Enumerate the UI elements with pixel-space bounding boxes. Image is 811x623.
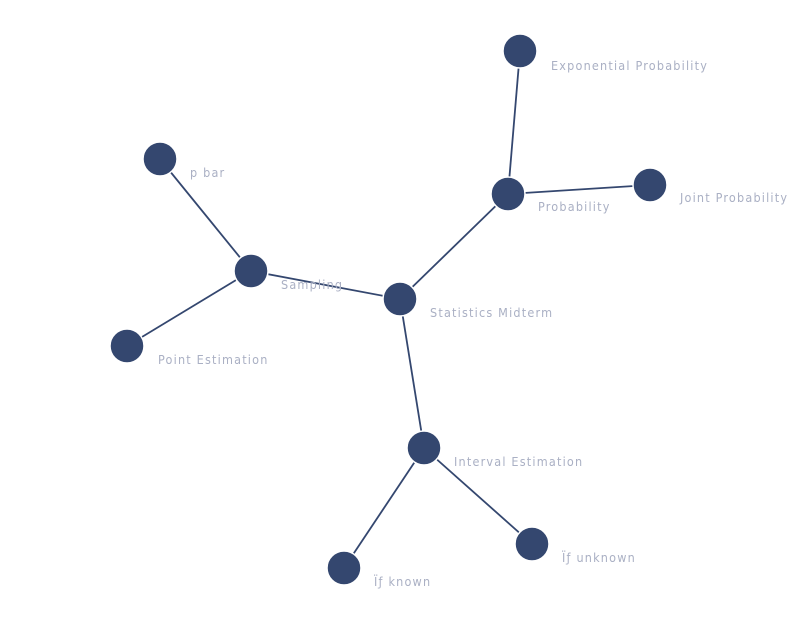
node-interval-estimation[interactable]: Interval Estimation: [406, 430, 583, 469]
edge-statistics-midterm-to-sampling: [250, 270, 401, 300]
node-circle[interactable]: [233, 253, 269, 289]
node-sigma-unknown[interactable]: Ïƒ unknown: [514, 526, 636, 565]
edges-layer: [126, 50, 651, 569]
node-circle[interactable]: [142, 141, 178, 177]
node-label: p bar: [190, 165, 225, 180]
edge-probability-to-joint-probability: [507, 184, 651, 195]
node-circle[interactable]: [406, 430, 442, 466]
edge-statistics-midterm-to-probability: [399, 193, 509, 300]
node-label: Probability: [538, 199, 611, 214]
edge-interval-estimation-to-sigma-unknown: [423, 447, 533, 545]
edge-sampling-to-p-bar: [159, 158, 252, 272]
node-circle[interactable]: [632, 167, 668, 203]
node-label: Point Estimation: [158, 352, 269, 367]
nodes-layer: Statistics Midterm Probability Exponential…: [109, 33, 788, 589]
node-label: Joint Probability: [679, 190, 788, 205]
node-label: Ïƒ unknown: [562, 550, 636, 565]
node-circle[interactable]: [514, 526, 550, 562]
node-label: Statistics Midterm: [430, 305, 553, 320]
edge-statistics-midterm-to-interval-estimation: [399, 298, 425, 449]
node-circle[interactable]: [502, 33, 538, 69]
node-statistics-midterm[interactable]: Statistics Midterm: [382, 281, 553, 320]
node-p-bar[interactable]: p bar: [142, 141, 225, 180]
node-label: Exponential Probability: [551, 58, 708, 73]
node-circle[interactable]: [382, 281, 418, 317]
edge-interval-estimation-to-sigma-known: [343, 447, 425, 569]
node-joint-probability[interactable]: Joint Probability: [632, 167, 788, 205]
node-label: Ïƒ known: [374, 574, 431, 589]
edge-sampling-to-point-estimation: [126, 270, 252, 347]
node-label: Interval Estimation: [454, 454, 583, 469]
node-sigma-known[interactable]: Ïƒ known: [326, 550, 431, 589]
node-sampling[interactable]: Sampling: [233, 253, 343, 292]
node-circle[interactable]: [326, 550, 362, 586]
node-label: Sampling: [281, 277, 343, 292]
node-point-estimation[interactable]: Point Estimation: [109, 328, 269, 367]
node-probability[interactable]: Probability: [490, 176, 611, 214]
node-circle[interactable]: [109, 328, 145, 364]
node-exponential-probability[interactable]: Exponential Probability: [502, 33, 708, 73]
node-circle[interactable]: [490, 176, 526, 212]
edge-probability-to-exponential-probability: [507, 50, 521, 195]
